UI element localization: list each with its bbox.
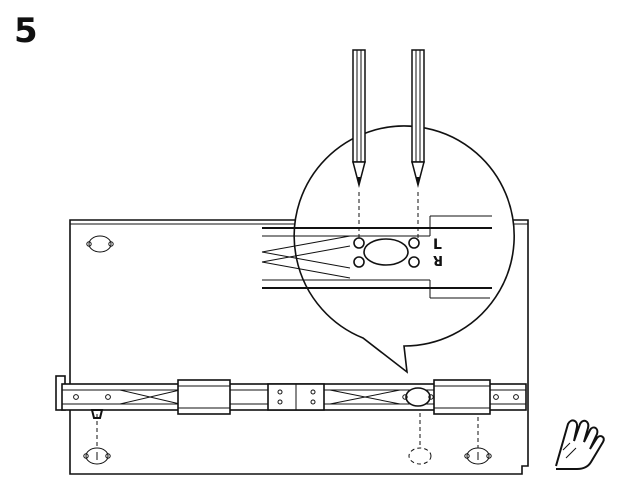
left-mark: L	[433, 237, 442, 253]
detail-callout	[261, 125, 515, 374]
step-number: 5	[14, 11, 38, 51]
panel-hole-bottom-right	[464, 447, 492, 465]
right-mark: R	[433, 252, 443, 267]
panel-hole-top-left	[86, 235, 114, 253]
panel-hole-bottom-left	[83, 447, 111, 465]
pencil-icon	[411, 49, 425, 188]
drawer-rail	[55, 375, 527, 419]
alignment-guides	[96, 406, 479, 448]
hand-press-icon	[555, 419, 605, 470]
pencil-icon	[352, 49, 366, 188]
panel-hole-bottom-middle	[408, 447, 432, 465]
